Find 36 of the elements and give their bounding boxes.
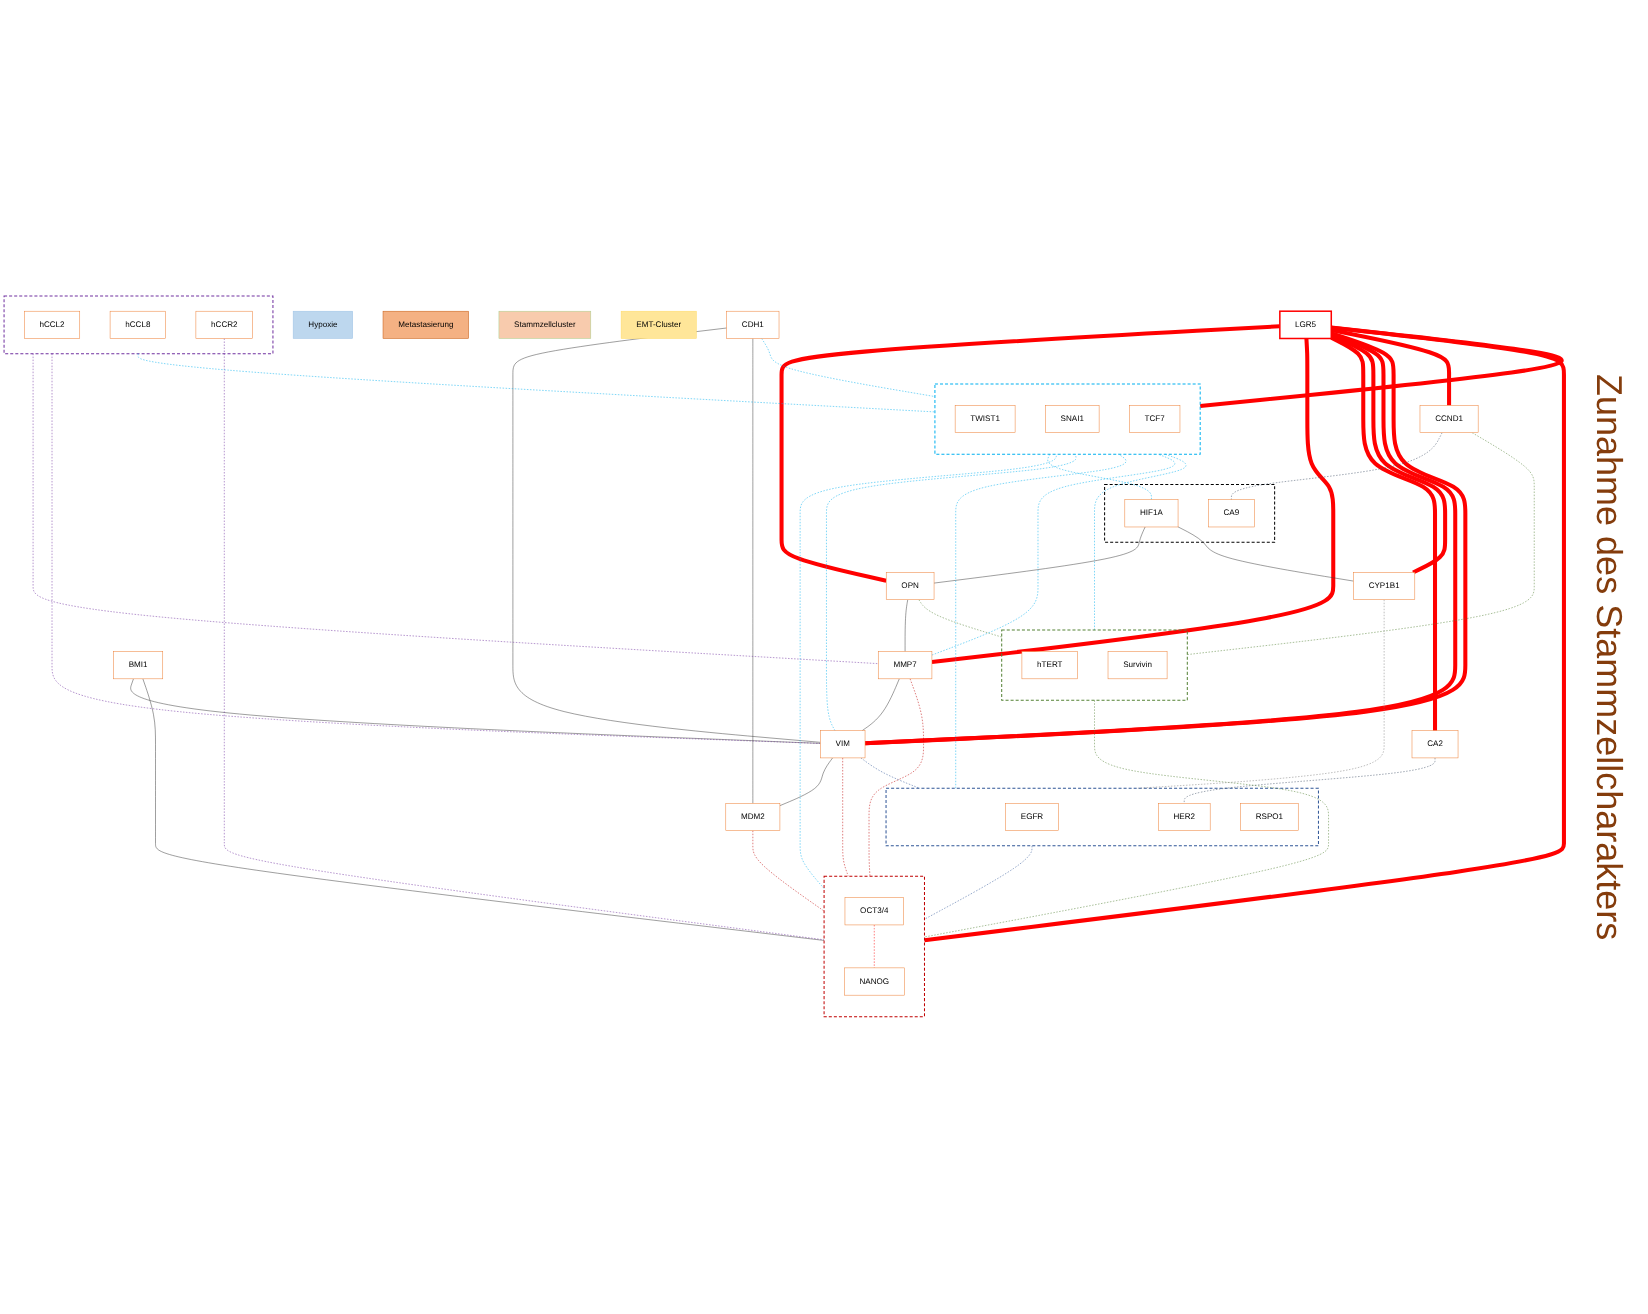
connector: [779, 324, 1280, 584]
connector: [512, 328, 821, 744]
connector: [1330, 336, 1438, 732]
connector: [1330, 328, 1452, 407]
cluster: [1001, 630, 1188, 702]
connector: [799, 454, 1058, 890]
connector: [130, 679, 821, 745]
connector: [918, 600, 1002, 638]
cluster: [3, 296, 274, 355]
connector: [931, 454, 1176, 656]
connector: [868, 679, 924, 878]
connector: [1231, 433, 1443, 501]
connector: [1137, 600, 1385, 790]
connector: [142, 679, 825, 942]
connector: [860, 758, 920, 790]
cluster: [823, 876, 925, 1018]
connector: [1094, 454, 1187, 631]
axis-label: Zunahme des Stammzellcharakters: [1587, 373, 1629, 941]
connector: [1187, 433, 1535, 656]
connector: [933, 527, 1146, 584]
connector: [1047, 454, 1152, 501]
cluster: [1104, 484, 1276, 544]
connector: [51, 354, 821, 745]
connector: [1177, 527, 1354, 582]
connector: [931, 339, 1336, 665]
connector: [224, 338, 825, 941]
connector: [32, 354, 879, 665]
connector: [924, 700, 1329, 938]
connector: [955, 454, 1127, 790]
connector: [1200, 326, 1563, 409]
connector: [752, 338, 754, 805]
connector: [826, 454, 1077, 732]
cluster: [885, 788, 1319, 847]
connector: [924, 326, 1566, 943]
cluster: [934, 384, 1201, 456]
connector: [1330, 334, 1448, 575]
